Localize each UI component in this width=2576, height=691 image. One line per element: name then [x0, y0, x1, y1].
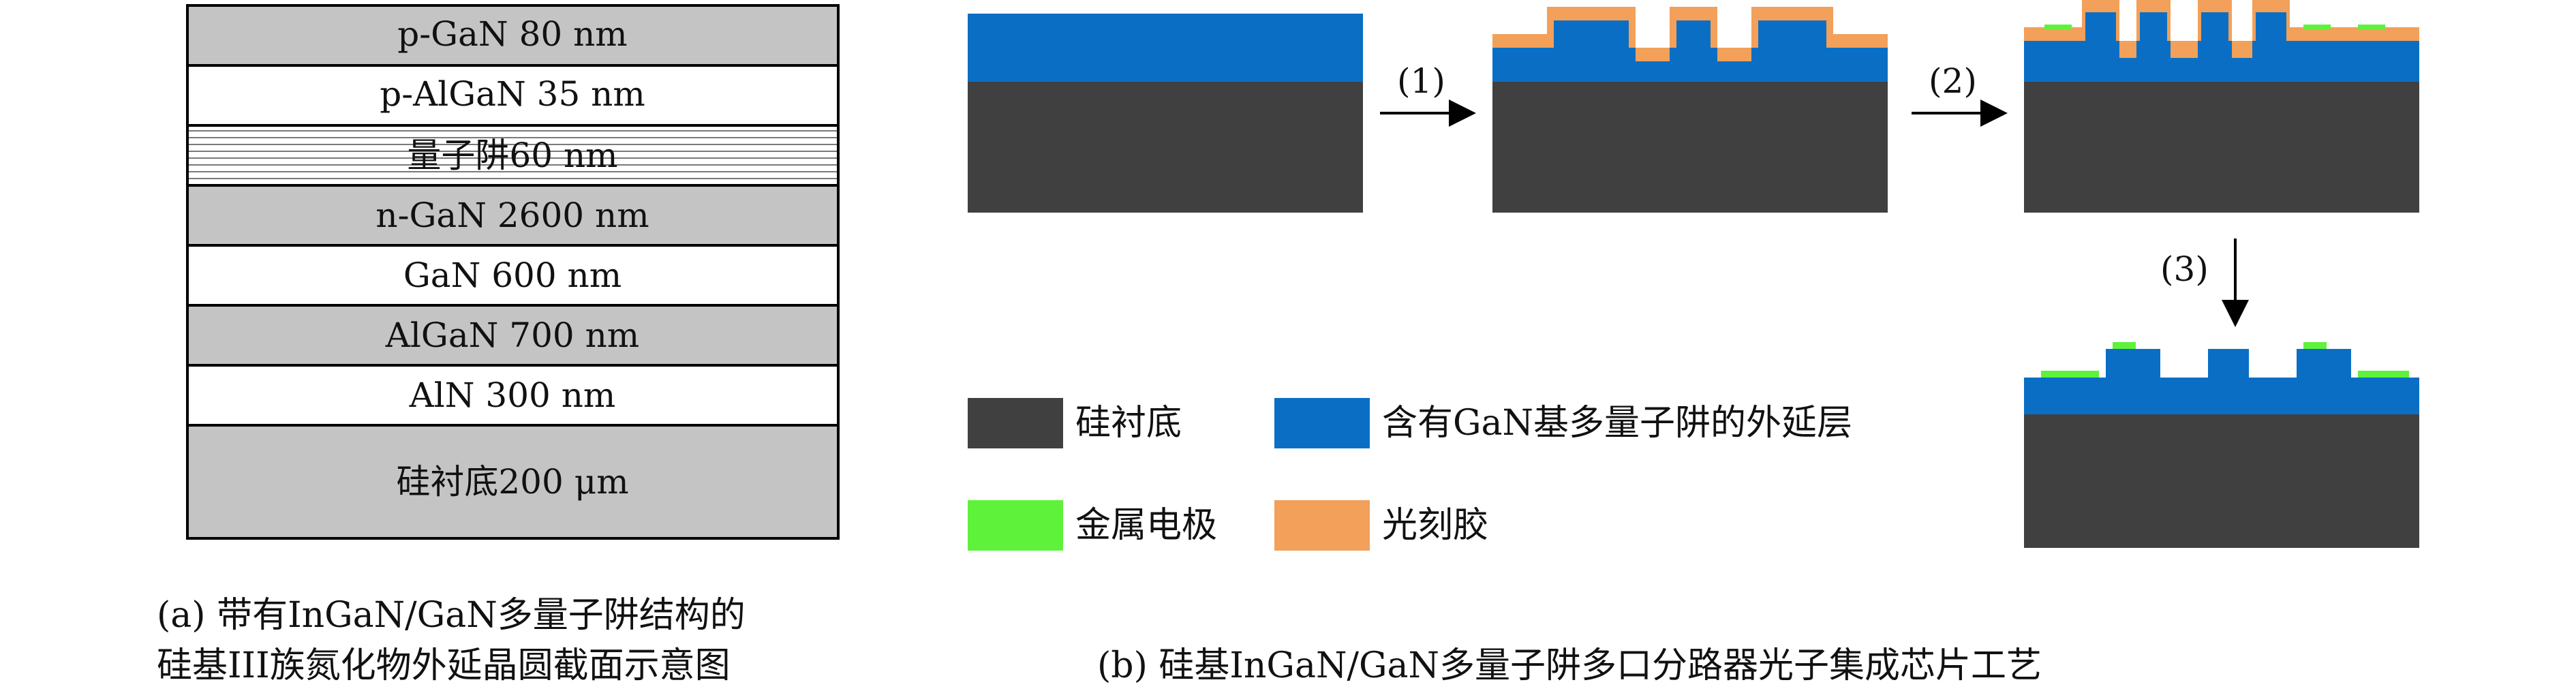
legend-swatch-metal	[968, 500, 1063, 551]
stage2-ridge-2	[1676, 20, 1711, 48]
legend-swatch-resist	[1274, 500, 1370, 551]
legend-label-metal: 金属电极	[1075, 505, 1217, 546]
stage3-ridge-4	[2256, 12, 2286, 41]
stage4-metal-top-1	[2113, 342, 2136, 349]
layer-p-gan	[186, 4, 840, 67]
stage-3-wafer	[2024, 0, 2419, 213]
stage3-metal-3	[2358, 25, 2385, 30]
legend-swatch-epi	[1274, 398, 1370, 448]
layer-gan	[186, 244, 840, 307]
layer-label-si-substrate: 硅衬底200 μm	[396, 462, 628, 502]
stage2-resist	[1492, 7, 1888, 61]
stage4-metal-right	[2358, 371, 2409, 378]
stage3-metal-2	[2303, 25, 2331, 30]
stage4-epi-base	[2024, 378, 2419, 414]
layer-n-gan	[186, 184, 840, 247]
process-arrow-2: (2)	[1912, 61, 2008, 127]
process-arrow-3: (3)	[2160, 239, 2249, 327]
step-label-3: (3)	[2160, 249, 2209, 289]
caption-a-line1: (a) 带有InGaN/GaN多量子阱结构的	[157, 595, 746, 636]
stage4-metal-top-2	[2303, 342, 2327, 349]
stage1-substrate	[968, 82, 1363, 213]
stage3-ridge-1	[2085, 12, 2116, 41]
legend-label-substrate: 硅衬底	[1075, 403, 1182, 444]
layer-p-algan	[186, 64, 840, 127]
step-label-1: (1)	[1397, 61, 1445, 101]
stage1-epi	[968, 14, 1363, 82]
stage4-metal-left	[2041, 371, 2099, 378]
step-label-2: (2)	[1929, 61, 1977, 101]
stage4-ridge-1	[2106, 349, 2160, 378]
layer-label-gan: GaN 600 nm	[403, 256, 622, 295]
caption-a-line2: 硅基III族氮化物外延晶圆截面示意图	[157, 645, 731, 686]
layer-label-algan: AlGaN 700 nm	[385, 316, 639, 355]
stage4-ridge-3	[2297, 349, 2351, 378]
legend-swatch-substrate	[968, 398, 1063, 448]
layer-stack	[186, 4, 840, 540]
layer-label-aln: AlN 300 nm	[409, 375, 616, 415]
mqw-stripes	[189, 130, 837, 179]
stage4-ridge-2	[2208, 349, 2249, 378]
layer-algan	[186, 304, 840, 367]
process-arrow-1: (1)	[1380, 61, 1476, 127]
legend-label-epi: 含有GaN基多量子阱的外延层	[1382, 403, 1852, 444]
layer-label-p-algan: p-AlGaN 35 nm	[380, 74, 645, 114]
stage3-epi-base	[2024, 41, 2419, 82]
layer-aln	[186, 364, 840, 427]
stage3-resist	[2024, 0, 2419, 58]
legend-label-resist: 光刻胶	[1382, 505, 1488, 546]
stage2-substrate	[1492, 82, 1888, 213]
stage-4-wafer	[2024, 342, 2419, 548]
stage2-epi-base	[1492, 48, 1888, 82]
layer-si-substrate	[186, 424, 840, 540]
layer-label-mqw: 量子阱60 nm	[407, 136, 617, 175]
legend: 硅衬底 含有GaN基多量子阱的外延层 金属电极 光刻胶	[968, 398, 1852, 551]
stage2-ridge-1	[1554, 20, 1629, 48]
stage3-ridge-3	[2201, 12, 2228, 41]
stage-1-wafer	[968, 14, 1363, 213]
stage3-substrate	[2024, 82, 2419, 213]
layer-label-p-gan: p-GaN 80 nm	[397, 14, 627, 54]
caption-b: (b) 硅基InGaN/GaN多量子阱多口分路器光子集成芯片工艺	[1097, 645, 2042, 686]
layer-labels: p-GaN 80 nm p-AlGaN 35 nm 量子阱60 nm n-GaN…	[375, 14, 649, 502]
stage2-ridge-3	[1758, 20, 1826, 48]
stage3-ridge-2	[2140, 12, 2167, 41]
stage-2-wafer	[1492, 7, 1888, 213]
stage3-metal-1	[2044, 25, 2072, 30]
layer-label-n-gan: n-GaN 2600 nm	[375, 196, 649, 235]
stage4-substrate	[2024, 414, 2419, 548]
